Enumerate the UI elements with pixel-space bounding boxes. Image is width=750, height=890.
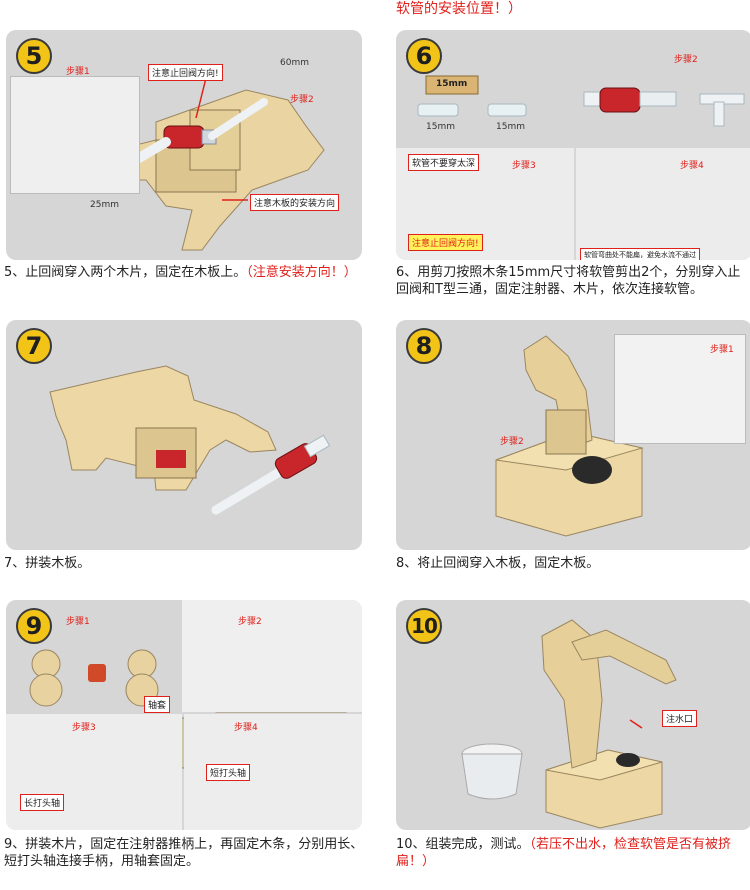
step6-ruler-label: 15mm (436, 79, 468, 89)
step6-caption: 6、用剪刀按照木条15mm尺寸将软管剪出2个，分别穿入止回阀和T型三通，固定注射… (396, 265, 741, 297)
step5-panel: 5 步骤1 步骤2 注意止回阀方向! 注意木板的安装方向 60mm 25mm (6, 30, 362, 260)
step10-inlet-label: 注水口 (662, 710, 698, 727)
step6-dim-a: 15mm (426, 122, 455, 132)
step5-caption-text: 5、止回阀穿入两个木片，固定在木板上。 (4, 265, 247, 280)
step5-valve-direction-note: 注意止回阀方向! (148, 64, 223, 81)
step10-number-badge: 10 (406, 608, 442, 644)
step6-bend-note: 软管弯曲处不能扁，避免水流不通过 (580, 248, 700, 260)
step5-dim-25mm: 25mm (90, 200, 119, 210)
step7-number-badge: 7 (16, 328, 52, 364)
step7-panel: 7 (6, 320, 362, 550)
step9-short-axle-label: 短打头轴 (206, 764, 251, 781)
step5-board-direction-note: 注意木板的安装方向 (250, 194, 340, 211)
step9-sub-step2 (182, 600, 362, 712)
step5-dim-60mm: 60mm (280, 58, 309, 68)
step9-step2-label: 步骤2 (238, 617, 262, 627)
step10-caption-text: 10、组装完成，测试。 (396, 837, 530, 852)
step7-assembly-image (49, 365, 331, 515)
step8-caption: 8、将止回阀穿入木板，固定木板。 (396, 556, 600, 571)
step9-long-axle-label: 长打头轴 (20, 794, 65, 811)
step6-step4-label: 步骤4 (680, 161, 704, 171)
step9-step4-label: 步骤4 (234, 723, 258, 733)
step10-assembly-image (461, 619, 677, 829)
step8-step2-label: 步骤2 (500, 437, 524, 447)
step9-step3-label: 步骤3 (72, 723, 96, 733)
step10-panel: 10 注水口 (396, 600, 750, 830)
step5-caption: 5、止回阀穿入两个木片，固定在木板上。（注意安装方向！） (4, 264, 364, 281)
step5-number-badge: 5 (16, 38, 52, 74)
step9-number-badge: 9 (16, 608, 52, 644)
step8-detail-inset (614, 334, 746, 444)
step5-parts-inset (10, 76, 140, 194)
step5-step2-label: 步骤2 (290, 95, 314, 105)
step6-valve-direction-note: 注意止回阀方向! (408, 234, 483, 251)
step10-caption-warning: （若压不出水，检查软管是否有被挤扁！） (396, 837, 732, 869)
step6-number-badge: 6 (406, 38, 442, 74)
step10-caption: 10、组装完成，测试。（若压不出水，检查软管是否有被挤扁！） (396, 836, 750, 870)
step6-sub-step4 (576, 148, 750, 260)
step6-dim-b: 15mm (496, 122, 525, 132)
step5-step1-label: 步骤1 (66, 67, 90, 77)
step6-panel: 6 15mm 步骤2 15mm 15mm 步骤3 步骤4 软管不要穿太深 注意止… (396, 30, 750, 260)
top-note: 软管的安装位置！） (396, 1, 522, 17)
step8-step1-label: 步骤1 (710, 345, 734, 355)
step6-depth-note: 软管不要穿太深 (408, 154, 480, 171)
step5-caption-warning: （注意安装方向！） (246, 265, 357, 280)
step9-panel: 9 步骤1 步骤2 步骤3 步骤4 轴套 长打头轴 短打头轴 (6, 600, 362, 830)
step7-caption: 7、拼装木板。 (4, 556, 91, 571)
step6-step3-label: 步骤3 (512, 161, 536, 171)
step9-sleeve-label: 轴套 (144, 696, 171, 713)
step8-number-badge: 8 (406, 328, 442, 364)
step9-step1-label: 步骤1 (66, 617, 90, 627)
step5-assembly-image (27, 77, 325, 251)
step9-caption: 9、拼装木片，固定在注射器推柄上，再固定木条，分别用长、短打头轴连接手柄，用轴套… (4, 837, 364, 869)
step6-step2-label: 步骤2 (674, 55, 698, 65)
step8-panel: 8 步骤1 步骤2 (396, 320, 750, 550)
